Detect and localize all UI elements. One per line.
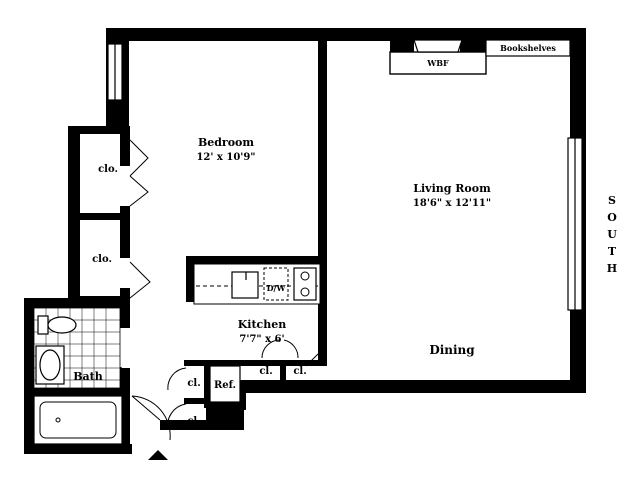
- kitchen-size: 7'7" x 6': [239, 334, 284, 345]
- orientation-letter: S: [608, 194, 616, 207]
- bookshelves-label: Bookshelves: [500, 43, 556, 53]
- kitchen-name: Kitchen: [238, 318, 287, 331]
- orientation-label: S O U T H: [607, 194, 617, 275]
- bedroom-name: Bedroom: [198, 136, 254, 149]
- hall-closet-2-label: cl.: [187, 416, 200, 427]
- kitchen-closet-2-label: cl.: [293, 366, 306, 377]
- refrigerator-label: Ref.: [214, 380, 236, 391]
- living-room-size: 18'6" x 12'11": [413, 198, 491, 209]
- hall-closet-1-label: cl.: [187, 378, 200, 389]
- fireplace-label: WBF: [426, 58, 449, 68]
- window-west: [107, 43, 123, 101]
- bath-name: Bath: [73, 370, 103, 383]
- fireplace-block: [389, 38, 487, 75]
- dishwasher-label: D/W: [267, 283, 287, 293]
- bookshelves: [485, 39, 571, 57]
- orientation-letter: H: [607, 262, 617, 275]
- bedroom-size: 12' x 10'9": [196, 152, 255, 163]
- orientation-letter: T: [608, 245, 617, 258]
- dining-name: Dining: [429, 343, 475, 357]
- interior-walls: [34, 28, 327, 448]
- bathtub: [33, 395, 123, 445]
- closet-lower-label: clo.: [92, 254, 112, 265]
- living-room-name: Living Room: [413, 182, 491, 195]
- orientation-letter: U: [607, 228, 617, 241]
- kitchen-counter: [193, 263, 321, 305]
- orientation-letter: O: [607, 211, 617, 224]
- refrigerator: [209, 365, 241, 403]
- closet-upper-label: clo.: [98, 164, 118, 175]
- toilet: [37, 315, 77, 335]
- kitchen-closet-1-label: cl.: [259, 366, 272, 377]
- entry-arrow-icon: [148, 450, 168, 460]
- sink: [35, 345, 65, 385]
- window-east: [567, 137, 583, 311]
